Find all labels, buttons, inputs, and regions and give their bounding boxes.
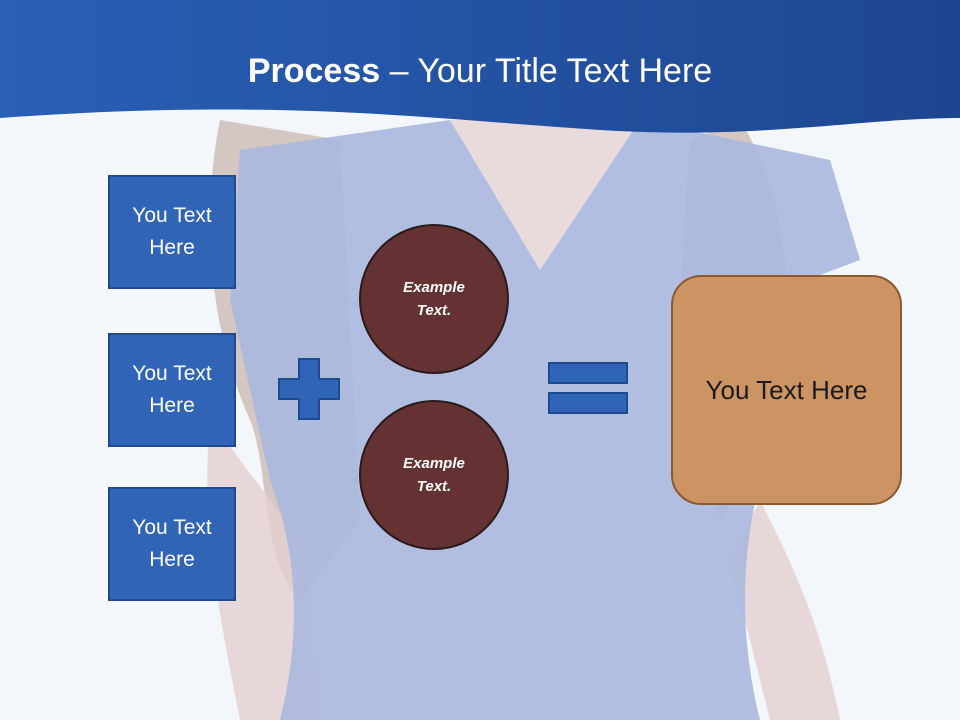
title-bold: Process: [247, 52, 381, 90]
text-box-3: You Text Here: [108, 487, 236, 601]
equals-icon: [548, 362, 628, 414]
text-box-1-label: You Text Here: [132, 204, 212, 259]
example-circle-2: Example Text.: [359, 400, 509, 550]
text-box-3-label: You Text Here: [132, 516, 212, 571]
result-box-label: You Text Here: [705, 374, 868, 405]
result-box: You Text Here: [671, 275, 902, 505]
page-title: Process – Your Title Text Here: [0, 52, 960, 91]
example-circle-1-label: Example Text.: [403, 279, 465, 319]
text-box-1: You Text Here: [108, 175, 236, 289]
header-band: [0, 0, 960, 133]
example-circle-1: Example Text.: [359, 224, 509, 374]
plus-icon: [278, 358, 340, 420]
example-circle-2-label: Example Text.: [403, 455, 465, 495]
text-box-2: You Text Here: [108, 333, 236, 447]
text-box-2-label: You Text Here: [132, 362, 212, 417]
title-rest: – Your Title Text Here: [380, 52, 713, 90]
